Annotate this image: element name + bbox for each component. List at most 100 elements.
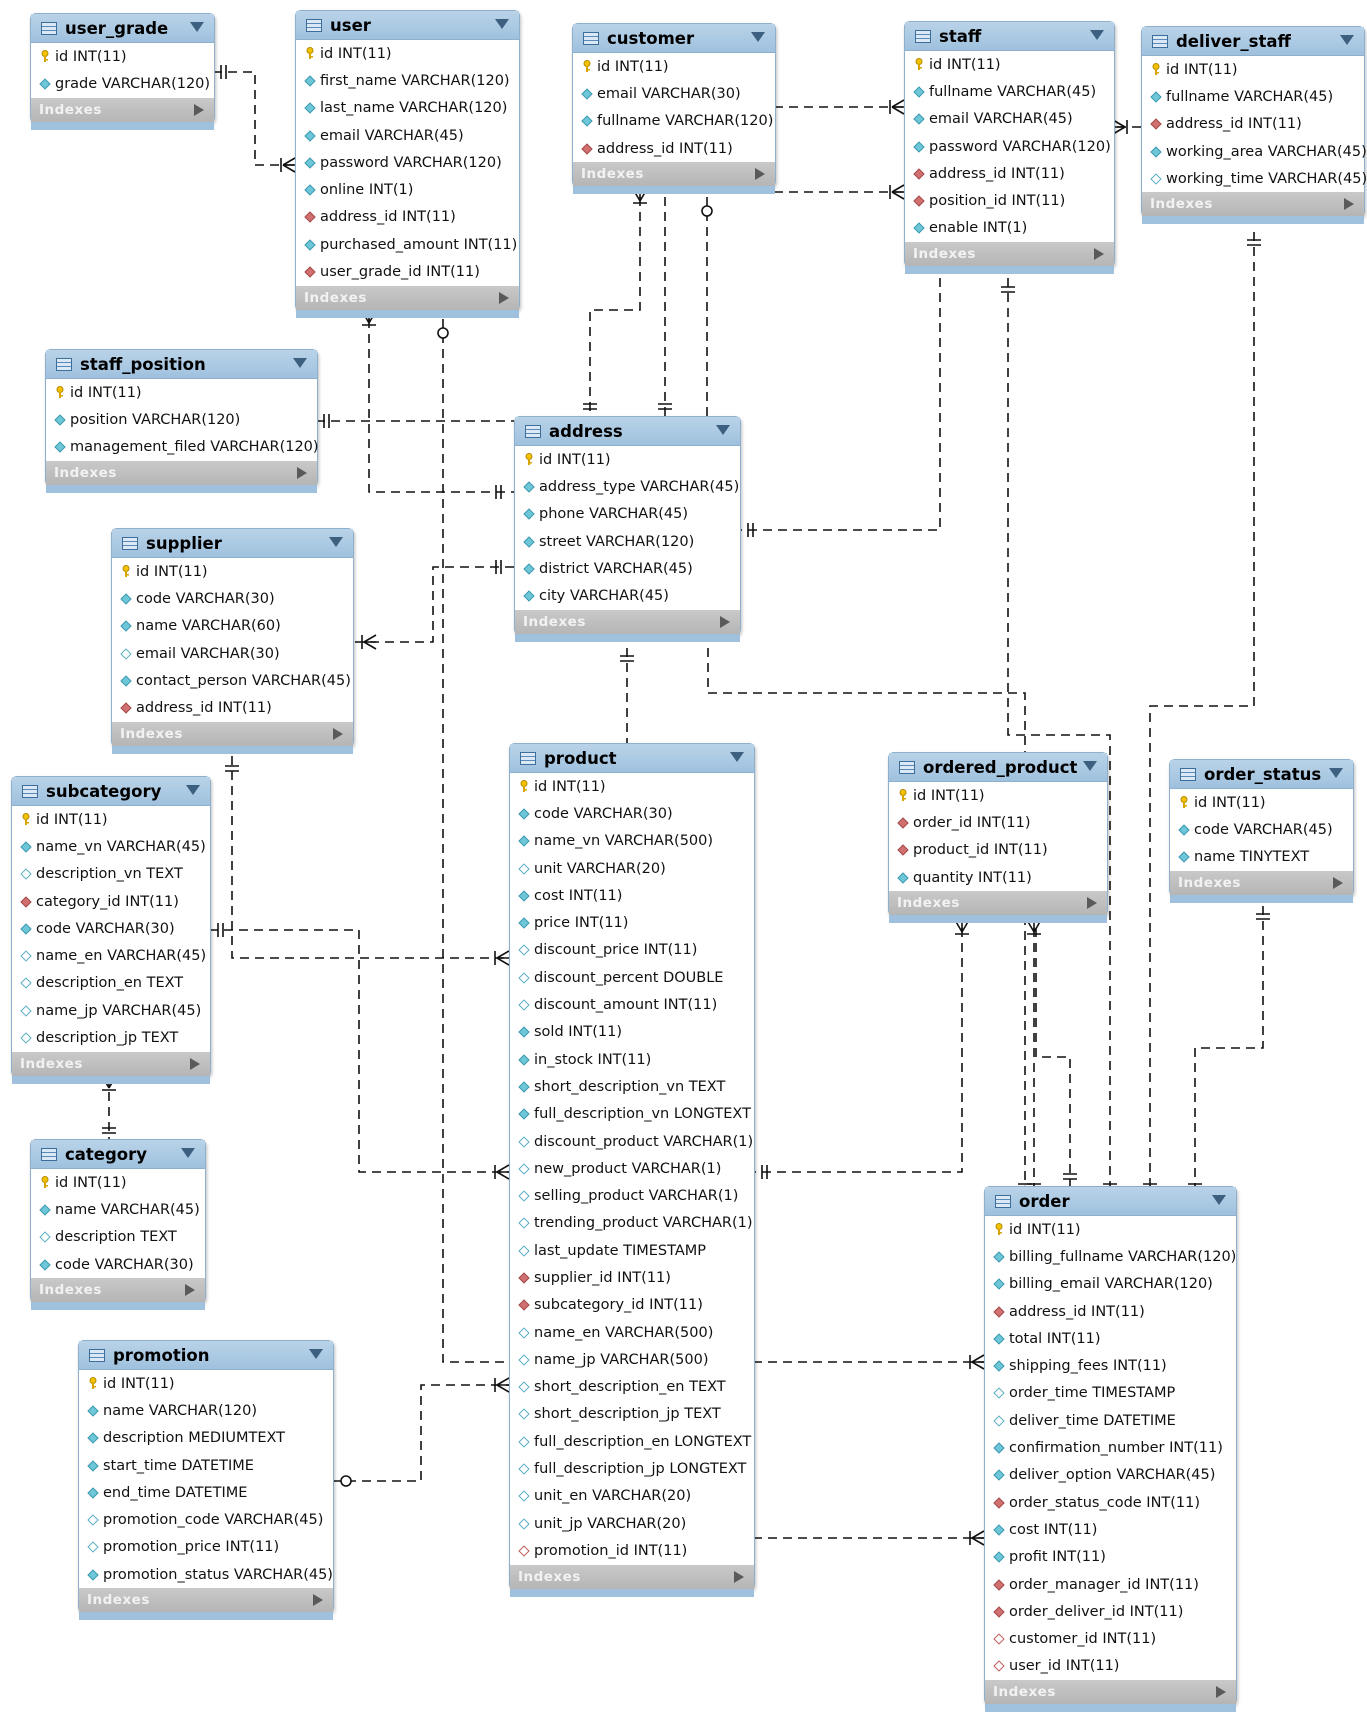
column-row[interactable]: code VARCHAR(45) <box>1170 816 1353 843</box>
column-row[interactable]: sold INT(11) <box>510 1019 754 1046</box>
column-row[interactable]: order_manager_id INT(11) <box>985 1571 1236 1598</box>
column-row[interactable]: id INT(11) <box>1142 56 1364 83</box>
column-row[interactable]: name VARCHAR(45) <box>31 1196 205 1223</box>
column-row[interactable]: billing_fullname VARCHAR(120) <box>985 1243 1236 1270</box>
column-row[interactable]: order_id INT(11) <box>889 809 1107 836</box>
column-row[interactable]: unit VARCHAR(20) <box>510 855 754 882</box>
column-row[interactable]: first_name VARCHAR(120) <box>296 67 519 94</box>
indexes-bar[interactable]: Indexes <box>31 1278 205 1311</box>
column-row[interactable]: id INT(11) <box>515 446 740 473</box>
column-row[interactable]: total INT(11) <box>985 1325 1236 1352</box>
column-row[interactable]: code VARCHAR(30) <box>510 800 754 827</box>
collapse-arrow-icon[interactable] <box>1090 30 1104 40</box>
indexes-bar[interactable]: Indexes <box>112 721 353 754</box>
column-row[interactable]: online INT(1) <box>296 176 519 203</box>
column-row[interactable]: position_id INT(11) <box>905 187 1114 214</box>
column-row[interactable]: fullname VARCHAR(120) <box>573 108 775 135</box>
collapse-arrow-icon[interactable] <box>716 425 730 435</box>
column-row[interactable]: promotion_price INT(11) <box>79 1534 333 1561</box>
collapse-arrow-icon[interactable] <box>1340 35 1354 45</box>
indexes-bar[interactable]: Indexes <box>510 1564 754 1597</box>
column-row[interactable]: id INT(11) <box>46 379 317 406</box>
expand-arrow-icon[interactable] <box>190 1057 200 1070</box>
table-header[interactable]: address <box>515 417 740 446</box>
collapse-arrow-icon[interactable] <box>329 537 343 547</box>
expand-arrow-icon[interactable] <box>1094 248 1104 261</box>
column-row[interactable]: new_product VARCHAR(1) <box>510 1155 754 1182</box>
expand-arrow-icon[interactable] <box>333 727 343 740</box>
column-row[interactable]: discount_percent DOUBLE <box>510 964 754 991</box>
column-row[interactable]: in_stock INT(11) <box>510 1046 754 1073</box>
column-row[interactable]: working_time VARCHAR(45) <box>1142 165 1367 192</box>
column-row[interactable]: description_jp TEXT <box>12 1024 210 1051</box>
collapse-arrow-icon[interactable] <box>751 32 765 42</box>
column-row[interactable]: fullname VARCHAR(45) <box>1142 83 1364 110</box>
collapse-arrow-icon[interactable] <box>1212 1195 1226 1205</box>
column-row[interactable]: street VARCHAR(120) <box>515 528 740 555</box>
expand-arrow-icon[interactable] <box>499 291 509 304</box>
collapse-arrow-icon[interactable] <box>186 785 200 795</box>
column-row[interactable]: address_id INT(11) <box>1142 111 1364 138</box>
column-row[interactable]: category_id INT(11) <box>12 888 210 915</box>
column-row[interactable]: deliver_time DATETIME <box>985 1407 1236 1434</box>
column-row[interactable]: id INT(11) <box>112 558 353 585</box>
column-row[interactable]: customer_id INT(11) <box>985 1625 1236 1652</box>
indexes-bar[interactable]: Indexes <box>515 609 740 642</box>
column-row[interactable]: trending_product VARCHAR(1) <box>510 1210 754 1237</box>
column-row[interactable]: cost INT(11) <box>985 1516 1236 1543</box>
expand-arrow-icon[interactable] <box>194 103 204 116</box>
column-row[interactable]: discount_product VARCHAR(1) <box>510 1128 754 1155</box>
column-row[interactable]: id INT(11) <box>510 773 754 800</box>
table-header[interactable]: category <box>31 1140 205 1169</box>
table-header[interactable]: supplier <box>112 529 353 558</box>
column-row[interactable]: unit_jp VARCHAR(20) <box>510 1510 754 1537</box>
column-row[interactable]: id INT(11) <box>573 53 775 80</box>
column-row[interactable]: name_vn VARCHAR(500) <box>510 828 754 855</box>
column-row[interactable]: email VARCHAR(45) <box>296 122 519 149</box>
column-row[interactable]: email VARCHAR(45) <box>905 106 1114 133</box>
column-row[interactable]: enable INT(1) <box>905 215 1114 242</box>
column-row[interactable]: price INT(11) <box>510 909 754 936</box>
table-header[interactable]: order_status <box>1170 760 1353 789</box>
column-row[interactable]: last_name VARCHAR(120) <box>296 95 519 122</box>
column-row[interactable]: name TINYTEXT <box>1170 844 1353 871</box>
column-row[interactable]: email VARCHAR(30) <box>573 80 775 107</box>
column-row[interactable]: id INT(11) <box>12 806 210 833</box>
column-row[interactable]: id INT(11) <box>889 782 1107 809</box>
table-header[interactable]: user_grade <box>31 14 214 43</box>
column-row[interactable]: quantity INT(11) <box>889 864 1107 891</box>
column-row[interactable]: name_jp VARCHAR(500) <box>510 1346 754 1373</box>
column-row[interactable]: short_description_en TEXT <box>510 1374 754 1401</box>
column-row[interactable]: cost INT(11) <box>510 882 754 909</box>
column-row[interactable]: shipping_fees INT(11) <box>985 1352 1236 1379</box>
collapse-arrow-icon[interactable] <box>190 22 204 32</box>
table-header[interactable]: promotion <box>79 1341 333 1370</box>
column-row[interactable]: name_en VARCHAR(500) <box>510 1319 754 1346</box>
indexes-bar[interactable]: Indexes <box>1170 870 1353 903</box>
column-row[interactable]: id INT(11) <box>985 1216 1236 1243</box>
column-row[interactable]: address_type VARCHAR(45) <box>515 473 740 500</box>
column-row[interactable]: discount_price INT(11) <box>510 937 754 964</box>
indexes-bar[interactable]: Indexes <box>985 1680 1236 1713</box>
table-header[interactable]: product <box>510 744 754 773</box>
expand-arrow-icon[interactable] <box>734 1570 744 1583</box>
column-row[interactable]: purchased_amount INT(11) <box>296 231 519 258</box>
column-row[interactable]: full_description_jp LONGTEXT <box>510 1455 754 1482</box>
column-row[interactable]: district VARCHAR(45) <box>515 555 740 582</box>
column-row[interactable]: deliver_option VARCHAR(45) <box>985 1462 1236 1489</box>
indexes-bar[interactable]: Indexes <box>31 97 214 130</box>
indexes-bar[interactable]: Indexes <box>12 1051 210 1084</box>
column-row[interactable]: address_id INT(11) <box>985 1298 1236 1325</box>
expand-arrow-icon[interactable] <box>720 615 730 628</box>
column-row[interactable]: product_id INT(11) <box>889 837 1107 864</box>
collapse-arrow-icon[interactable] <box>181 1148 195 1158</box>
